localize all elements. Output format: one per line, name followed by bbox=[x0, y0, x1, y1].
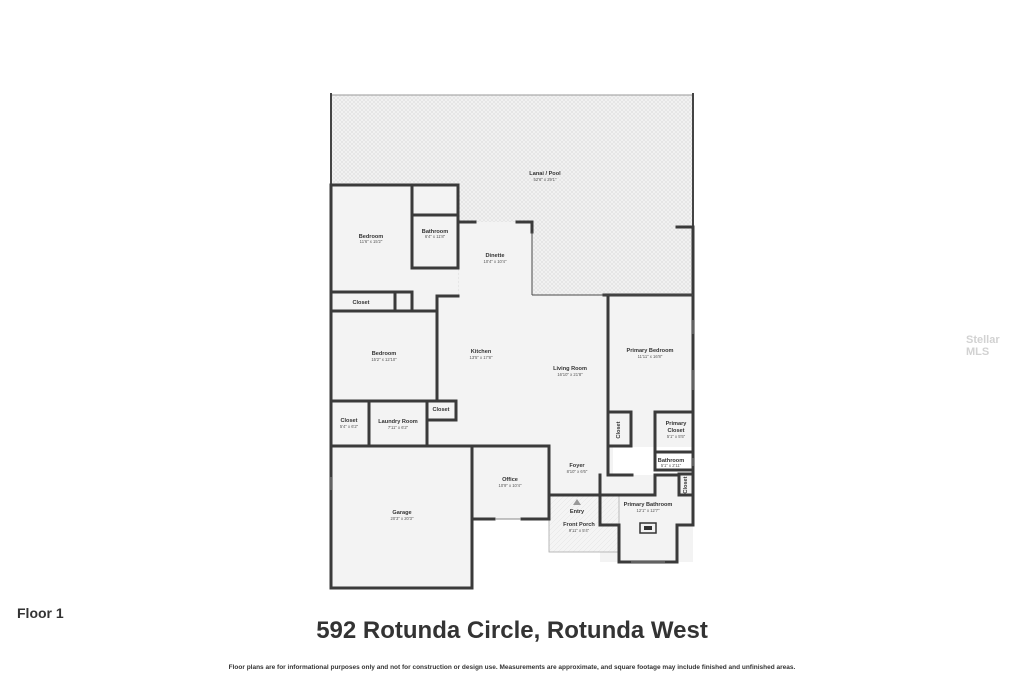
primary-bedroom-label: Primary Bedroom bbox=[627, 348, 674, 354]
room-labels: Lanai / Pool 52'6" x 29'1" Bedroom 11'6"… bbox=[340, 171, 689, 533]
address-title: 592 Rotunda Circle, Rotunda West bbox=[316, 617, 708, 644]
office-label: Office bbox=[502, 477, 518, 483]
bathtub-fixture bbox=[639, 522, 657, 534]
closet2-label: Closet bbox=[340, 418, 357, 424]
watermark: Stellar MLS bbox=[966, 334, 1000, 358]
closet3-label: Closet bbox=[432, 407, 449, 413]
primary-bedroom-dims: 11'11" x 16'8" bbox=[638, 354, 663, 359]
windows bbox=[330, 320, 694, 563]
laundry-dims: 7'11" x 6'2" bbox=[388, 425, 409, 430]
primary-closet-label-line1: Primary bbox=[666, 421, 688, 427]
bedroom1-dims: 11'6" x 15'2" bbox=[360, 239, 383, 244]
closet2-dims: 5'4" x 6'2" bbox=[340, 424, 359, 429]
bedroom2-dims: 15'2" x 12'10" bbox=[371, 357, 397, 362]
bedroom2-label: Bedroom bbox=[372, 351, 397, 357]
walls bbox=[329, 183, 695, 590]
lanai-label: Lanai / Pool bbox=[529, 171, 561, 177]
floor-label: Floor 1 bbox=[17, 605, 64, 621]
front-porch-dims: 9'11" x 5'4" bbox=[569, 528, 590, 533]
bathroom2-label: Bathroom bbox=[658, 458, 684, 464]
primary-bathroom-dims: 12'1" x 12'7" bbox=[637, 508, 660, 513]
front-porch-label: Front Porch bbox=[563, 522, 595, 528]
disclaimer-text: Floor plans are for informational purpos… bbox=[228, 664, 796, 671]
bathroom1-label: Bathroom bbox=[422, 229, 448, 235]
living-dims: 16'10" x 21'8" bbox=[557, 372, 583, 377]
closet1-label: Closet bbox=[352, 300, 369, 306]
bathtub-inner bbox=[644, 526, 652, 530]
bathroom2-dims: 5'1" x 2'11" bbox=[661, 463, 682, 468]
dinette-label: Dinette bbox=[486, 253, 505, 259]
foyer-dims: 8'10" x 6'6" bbox=[567, 469, 588, 474]
lanai-dims: 52'6" x 29'1" bbox=[534, 177, 557, 182]
primary-bathroom-label: Primary Bathroom bbox=[624, 502, 673, 508]
living-label: Living Room bbox=[553, 366, 587, 372]
garage-dims: 20'3" x 20'3" bbox=[391, 516, 414, 521]
primary-closet-label-line2: Closet bbox=[667, 428, 684, 434]
primary-closet-dims: 5'1" x 5'5" bbox=[667, 434, 686, 439]
closet4-label: Closet bbox=[616, 421, 622, 438]
entry-label: Entry bbox=[570, 509, 585, 515]
kitchen-label: Kitchen bbox=[471, 349, 492, 355]
office-dims: 10'9" x 10'4" bbox=[499, 483, 522, 488]
bedroom1-label: Bedroom bbox=[359, 234, 384, 240]
dinette-dims: 10'4" x 10'4" bbox=[484, 259, 507, 264]
entry-arrow-icon bbox=[573, 499, 581, 505]
closet5-label: Closet bbox=[683, 476, 689, 493]
bathroom1-dims: 6'4" x 11'8" bbox=[425, 234, 446, 239]
foyer-label: Foyer bbox=[569, 463, 585, 469]
kitchen-dims: 13'5" x 17'8" bbox=[470, 355, 493, 360]
laundry-label: Laundry Room bbox=[378, 419, 417, 425]
garage-label: Garage bbox=[392, 510, 411, 516]
